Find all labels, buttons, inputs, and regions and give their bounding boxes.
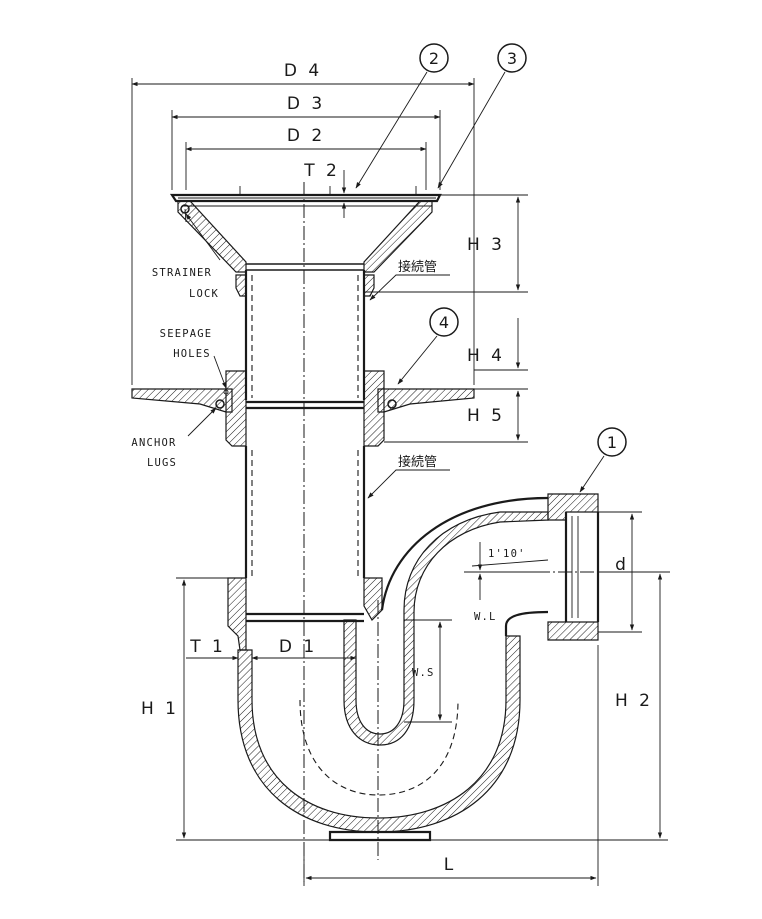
svg-text:2: 2 [429, 49, 439, 68]
lower-connecting-pipe [244, 446, 366, 578]
label-d1: D 1 [279, 637, 317, 657]
callout-3: 3 [497, 43, 527, 73]
svg-text:4: 4 [439, 313, 449, 332]
notes: STRAINER LOCK SEEPAGE HOLES ANCHOR LUGS … [131, 259, 526, 679]
note-seepage: SEEPAGE [160, 328, 213, 340]
note-water-seal: W.S [412, 667, 435, 679]
note-connection-pipe-upper: 接続管 [398, 259, 437, 275]
label-t1: T 1 [189, 637, 226, 657]
note-anchor: ANCHOR [131, 437, 176, 449]
trap-outlet [504, 493, 600, 641]
callout-2: 2 [419, 43, 449, 73]
label-l: L [444, 855, 456, 875]
leader-lines [185, 71, 605, 499]
note-water-level: W.L [474, 611, 497, 623]
note-slope: 1'10' [488, 548, 526, 560]
callout-4: 4 [429, 307, 459, 337]
label-h3: H 3 [467, 235, 505, 255]
label-h2: H 2 [615, 691, 653, 711]
note-lock: LOCK [189, 288, 219, 300]
label-h5: H 5 [467, 406, 505, 426]
note-strainer: STRAINER [152, 267, 212, 279]
floor-flange [131, 370, 475, 447]
svg-text:1: 1 [607, 433, 617, 452]
note-lugs: LUGS [147, 457, 177, 469]
label-h4: H 4 [467, 346, 505, 366]
note-connection-pipe-lower: 接続管 [398, 454, 437, 470]
dimension-lines [131, 78, 668, 886]
label-d4: D 4 [284, 61, 322, 81]
p-trap-body [227, 496, 549, 842]
label-d: d [615, 555, 629, 575]
upper-connecting-pipe [244, 270, 366, 400]
svg-text:3: 3 [507, 49, 517, 68]
callout-1: 1 [597, 427, 627, 457]
label-d3: D 3 [287, 94, 325, 114]
strainer-funnel [169, 186, 442, 297]
label-h1: H 1 [141, 699, 179, 719]
dimension-labels: D 4 D 3 D 2 T 2 H 3 H 4 H 5 T 1 D 1 H 1 … [141, 61, 653, 875]
label-t2: T 2 [303, 161, 340, 181]
note-holes: HOLES [173, 348, 211, 360]
label-d2: D 2 [287, 126, 325, 146]
